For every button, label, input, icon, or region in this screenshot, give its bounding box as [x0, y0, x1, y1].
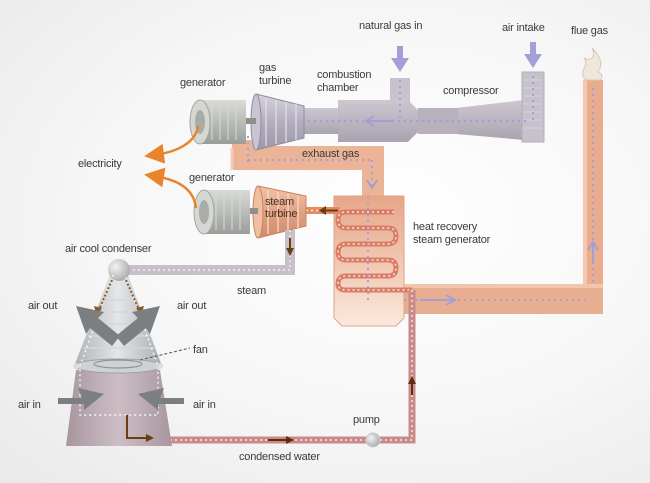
condensed-water-pipe	[130, 290, 416, 444]
steam-pipe-to-condenser	[120, 230, 295, 275]
exhaust-duct-to-stack	[368, 284, 603, 314]
label-gas-turbine-line1: gas	[259, 62, 277, 74]
label-fan: fan	[193, 344, 208, 356]
electricity-arrow-top-icon	[144, 125, 200, 164]
label-air-cool-condenser: air cool condenser	[65, 243, 152, 255]
label-air-intake: air intake	[502, 22, 545, 34]
label-air-out-right: air out	[177, 300, 207, 312]
label-flue-gas: flue gas	[571, 25, 608, 37]
air-cool-condenser	[66, 259, 172, 446]
label-compressor: compressor	[443, 85, 499, 97]
electricity-arrow-bottom-icon	[144, 167, 198, 209]
generator-bottom	[193, 189, 258, 235]
compressor	[456, 71, 545, 143]
air-out-right-arrow-icon	[116, 306, 160, 346]
label-combustion-line1: combustion	[317, 69, 372, 81]
label-hrsg-line1: heat recovery	[413, 221, 478, 233]
flue-gas-smoke-icon	[582, 47, 603, 81]
label-air-in-right: air in	[193, 399, 216, 411]
label-hrsg-line2: steam generator	[413, 234, 491, 246]
heat-recovery-steam-generator	[333, 195, 412, 327]
flue-gas-stack	[583, 80, 603, 308]
generator-top	[189, 99, 256, 145]
pump-icon	[365, 432, 381, 448]
label-air-in-left: air in	[18, 399, 41, 411]
air-in-left-arrow-icon	[58, 388, 104, 410]
label-air-out-left: air out	[28, 300, 58, 312]
label-natural-gas-in: natural gas in	[359, 20, 423, 32]
label-steam: steam	[237, 285, 266, 297]
label-generator-bottom: generator	[189, 172, 235, 184]
label-exhaust-gas: exhaust gas	[302, 148, 360, 160]
label-generator-top: generator	[180, 77, 226, 89]
gas-turbine	[250, 93, 305, 151]
label-gas-turbine-line2: turbine	[259, 75, 292, 87]
steam-line-hrsg-to-turbine	[306, 206, 340, 215]
natural-gas-arrow-icon	[391, 46, 409, 72]
air-out-left-arrow-icon	[76, 306, 120, 346]
fan-icon	[93, 347, 191, 369]
label-steam-turbine-line1: steam	[265, 196, 294, 208]
label-steam-turbine-line2: turbine	[265, 208, 298, 220]
label-pump: pump	[353, 414, 380, 426]
combustion-chamber	[300, 78, 528, 142]
air-in-right-arrow-icon	[138, 388, 184, 410]
exhaust-gas-duct	[230, 136, 384, 196]
label-combustion-line2: chamber	[317, 82, 359, 94]
label-condensed-water: condensed water	[239, 451, 320, 463]
label-electricity: electricity	[78, 158, 122, 170]
air-intake-arrow-icon	[524, 42, 542, 68]
